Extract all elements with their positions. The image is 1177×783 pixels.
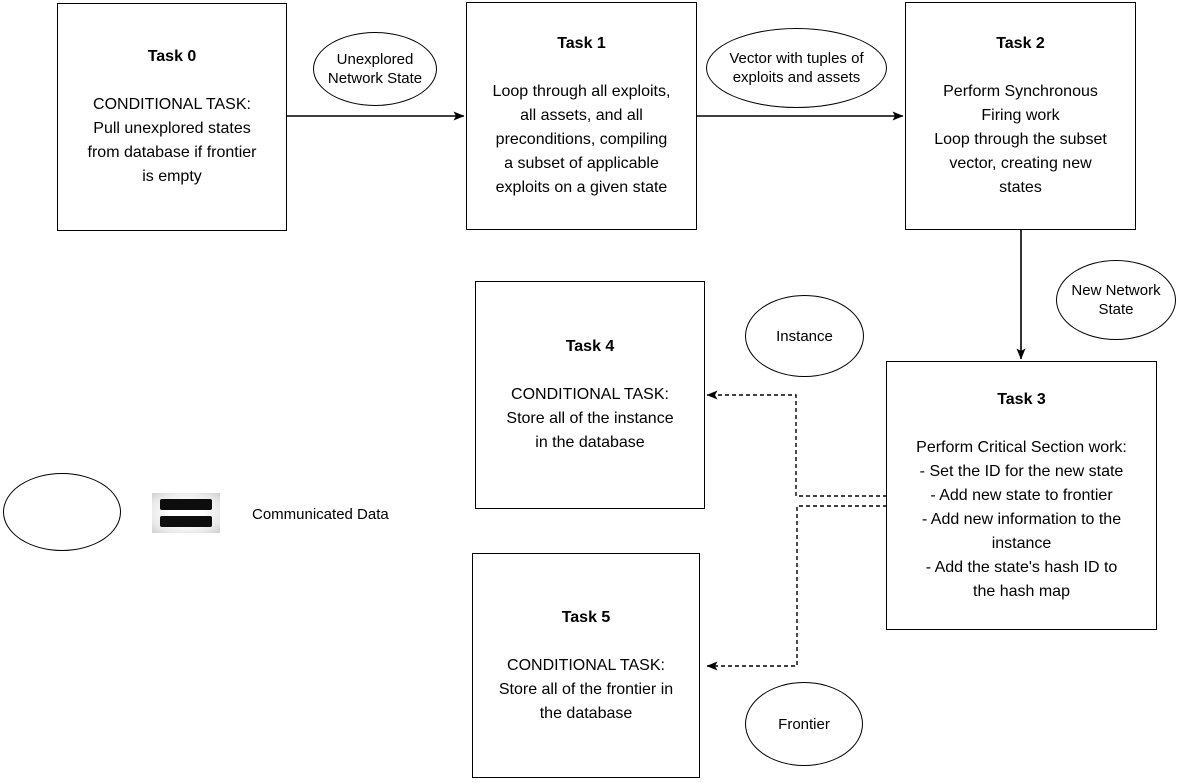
ellipse-frontier-label: Frontier — [778, 715, 830, 733]
task-5-box: Task 5 CONDITIONAL TASK: Store all of th… — [472, 553, 700, 778]
task-2-box: Task 2 Perform Synchronous Firing work L… — [905, 2, 1136, 230]
legend-ellipse — [3, 473, 121, 551]
task-2-body: Perform Synchronous Firing work Loop thr… — [934, 83, 1107, 196]
task-3-body: Perform Critical Section work: - Set the… — [916, 438, 1127, 600]
ellipse-new-network-state-label: New Network State — [1071, 282, 1161, 318]
equals-icon — [152, 493, 220, 533]
ellipse-vector-tuples: Vector with tuples of exploits and asset… — [706, 28, 887, 108]
task-5-title: Task 5 — [561, 608, 611, 626]
task-1-box: Task 1 Loop through all exploits, all as… — [466, 2, 697, 230]
task-5-body: CONDITIONAL TASK: Store all of the front… — [498, 656, 674, 722]
legend-label: Communicated Data — [252, 506, 389, 523]
task-1-body: Loop through all exploits, all assets, a… — [492, 83, 671, 196]
ellipse-vector-tuples-label: Vector with tuples of exploits and asset… — [729, 50, 864, 86]
task-3-title: Task 3 — [997, 390, 1046, 408]
task-1-title: Task 1 — [557, 35, 606, 52]
dashed-arrow-task3-to-task4 — [706, 390, 887, 497]
ellipse-unexplored-network-state: Unexplored Network State — [313, 32, 437, 106]
ellipse-new-network-state: New Network State — [1056, 260, 1176, 340]
task-0-title: Task 0 — [147, 48, 197, 65]
task-4-title: Task 4 — [565, 338, 615, 355]
ellipse-unexplored-network-state-label: Unexplored Network State — [327, 51, 423, 87]
task-4-body: CONDITIONAL TASK: Store all of the insta… — [506, 386, 674, 451]
ellipse-frontier: Frontier — [745, 682, 863, 766]
ellipse-instance: Instance — [745, 295, 864, 377]
task-0-body: CONDITIONAL TASK: Pull unexplored states… — [87, 96, 257, 185]
equals-icon-bar-top — [160, 499, 212, 510]
task-4-box: Task 4 CONDITIONAL TASK: Store all of th… — [475, 281, 705, 509]
ellipse-instance-label: Instance — [776, 327, 833, 345]
equals-icon-bar-bottom — [160, 516, 212, 527]
task-3-box: Task 3 Perform Critical Section work: - … — [886, 361, 1157, 630]
dashed-arrow-task3-to-task5 — [706, 505, 887, 671]
task-2-title: Task 2 — [996, 35, 1045, 52]
task-0-box: Task 0 CONDITIONAL TASK: Pull unexplored… — [57, 3, 287, 231]
